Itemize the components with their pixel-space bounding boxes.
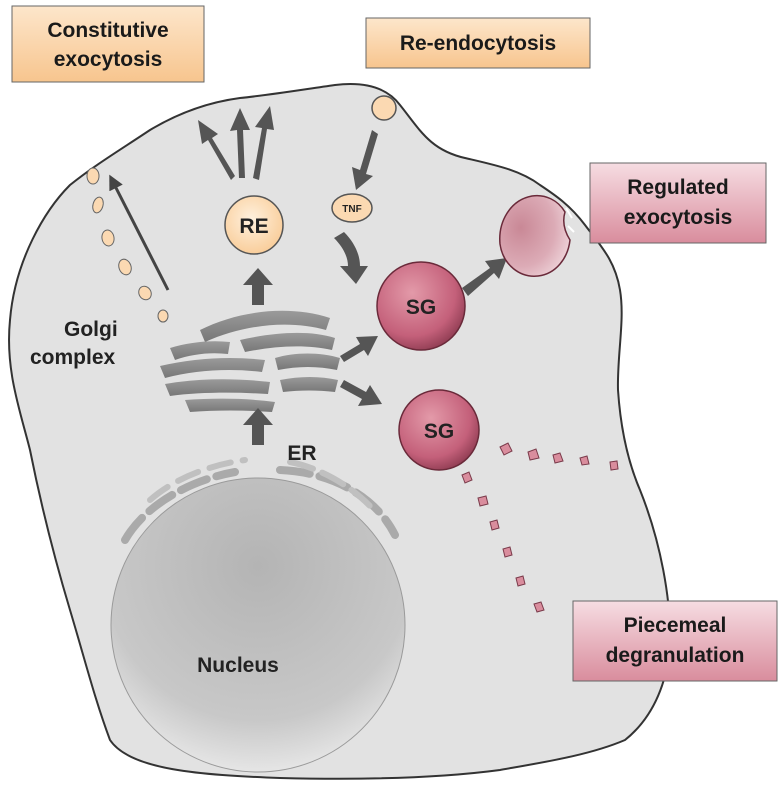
secretory-granule-top — [376, 261, 466, 351]
golgi-label-line2: complex — [30, 346, 116, 369]
label-constitutive-exocytosis: Constitutive exocytosis — [11, 5, 205, 83]
arrow-sg-to-regulated — [462, 258, 507, 296]
recycling-endosome — [224, 195, 284, 255]
sg-bottom-label: SG — [424, 420, 454, 443]
nucleus-label: Nucleus — [197, 654, 279, 677]
label-piecemeal-degranulation: Piecemeal degranulation — [572, 600, 778, 682]
arrow-golgi-to-re — [243, 268, 273, 305]
nucleus — [110, 477, 406, 773]
arrow-reendocytosis — [352, 130, 378, 190]
constitutive-label-line2: exocytosis — [54, 48, 163, 71]
constitutive-vesicles — [86, 167, 169, 323]
sg-top-label: SG — [406, 296, 436, 319]
arrow-er-to-golgi — [243, 408, 273, 445]
arrow-re-up-mid — [230, 108, 250, 178]
regulated-label-line1: Regulated — [627, 176, 729, 199]
arrow-constitutive — [109, 174, 170, 291]
regulated-label-line2: exocytosis — [624, 206, 733, 229]
arrow-golgi-to-sg-bottom — [340, 380, 382, 406]
constitutive-label-line1: Constitutive — [47, 19, 168, 42]
endoplasmic-reticulum — [121, 457, 399, 544]
piecemeal-label-line2: degranulation — [606, 644, 745, 667]
arrow-tnf-to-sg — [334, 232, 368, 284]
arrow-re-up-left — [198, 120, 235, 180]
reendocytosis-label: Re-endocytosis — [400, 32, 556, 55]
label-regulated-exocytosis: Regulated exocytosis — [589, 162, 767, 244]
label-reendocytosis: Re-endocytosis — [365, 17, 591, 69]
golgi-complex — [160, 310, 340, 412]
secretory-granule-bottom — [398, 389, 480, 471]
piecemeal-label-line1: Piecemeal — [624, 614, 727, 637]
endocytic-vesicle — [371, 95, 397, 121]
piecemeal-vesicles — [461, 442, 619, 613]
arrow-golgi-to-sg-top — [340, 336, 378, 362]
tnf-label: TNF — [342, 204, 361, 215]
pathway-arrows — [198, 106, 507, 445]
golgi-label-line1: Golgi — [64, 318, 118, 341]
arrow-re-up-right — [253, 106, 274, 180]
regulated-exocytosis-vesicle — [499, 194, 571, 277]
tnf-vesicle — [331, 193, 373, 223]
re-label: RE — [239, 215, 268, 238]
er-label: ER — [287, 442, 316, 465]
